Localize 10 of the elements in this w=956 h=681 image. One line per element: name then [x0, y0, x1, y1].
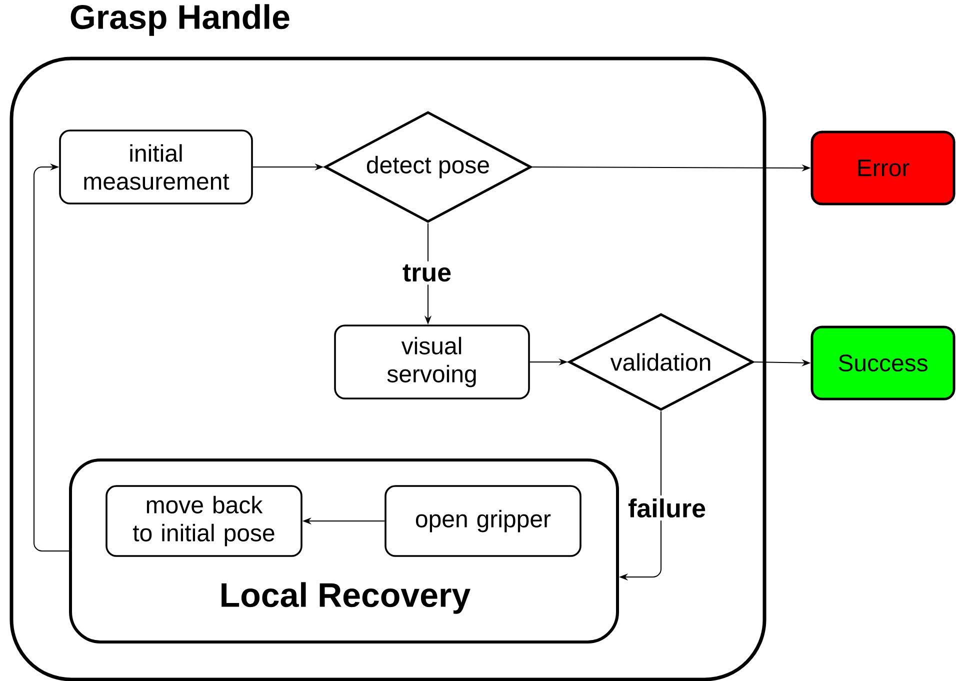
edge-label: failure	[625, 495, 710, 521]
terminal-box: Success	[810, 326, 956, 400]
edge-label: true	[399, 261, 455, 285]
process-box: initial measurement	[59, 130, 253, 204]
process-box: visual servoing	[334, 324, 530, 400]
process-box: move back to initial pose	[106, 485, 302, 557]
arrow	[34, 163, 70, 552]
process-box: open gripper	[384, 485, 582, 557]
terminal-box: Error	[810, 130, 956, 206]
node-label: Grasp Handle	[70, 4, 290, 36]
